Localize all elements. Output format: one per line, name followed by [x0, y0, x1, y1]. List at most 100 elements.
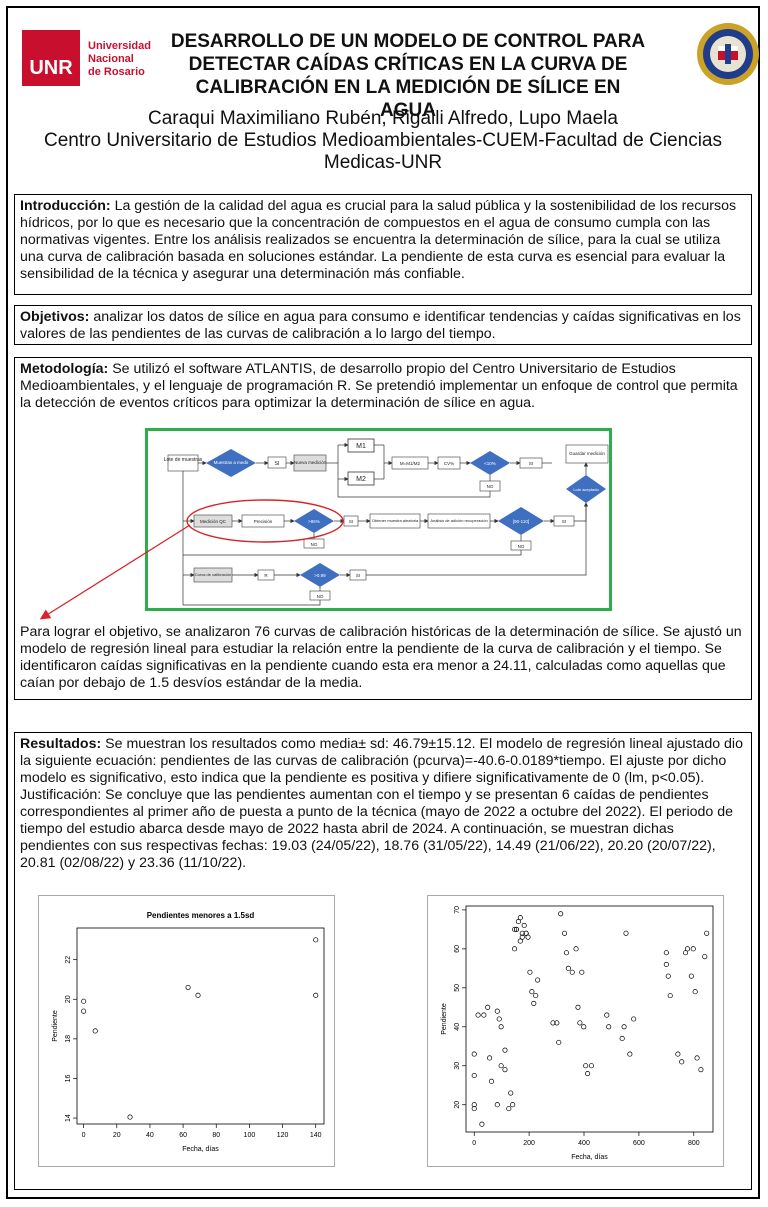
- unr-logo: UNR Universidad Nacional de Rosario: [22, 30, 157, 86]
- data-point: [81, 1008, 87, 1014]
- y-tick-label: 22: [65, 956, 72, 964]
- data-point: [581, 1024, 587, 1030]
- intro-text: La gestión de la calidad del agua es cru…: [20, 198, 737, 282]
- no-label-4: NO: [317, 594, 324, 599]
- data-point: [488, 1078, 495, 1084]
- data-point: [631, 1016, 637, 1022]
- data-point: [683, 950, 689, 956]
- data-point: [533, 993, 539, 999]
- data-point: [508, 1090, 514, 1096]
- data-point: [698, 1067, 704, 1073]
- r-diamond: [300, 563, 340, 587]
- cv-cond-label: <10%: [484, 461, 496, 466]
- data-point: [627, 1051, 633, 1057]
- x-tick-label: 600: [633, 1140, 645, 1147]
- data-point: [471, 1102, 477, 1108]
- y-tick-label: 20: [454, 1101, 461, 1109]
- rango-diamond: [498, 507, 544, 535]
- metodologia-text: Se utilizó el software ATLANTIS, de desa…: [20, 361, 738, 411]
- poster-frame: [6, 6, 760, 1199]
- resultados-paragraph: Resultados: Se muestran los resultados c…: [20, 736, 746, 872]
- y-tick-label: 50: [454, 984, 461, 992]
- data-point: [558, 911, 564, 917]
- data-point: [512, 926, 518, 932]
- y-tick-label: 16: [65, 1074, 72, 1082]
- data-point: [569, 969, 575, 975]
- data-point: [619, 1035, 625, 1042]
- cv-label: CV%: [444, 461, 454, 466]
- author-names: Caraqui Maximiliano Rubén, Rigalli Alfre…: [148, 108, 618, 129]
- data-point: [550, 1020, 556, 1026]
- authors-block: Caraqui Maximiliano Rubén, Rigalli Alfre…: [8, 108, 758, 174]
- callout-arrow-icon: [39, 524, 191, 620]
- resultados-text: Se muestran los resultados como media± s…: [20, 736, 743, 871]
- si-label-4: SI: [562, 519, 566, 524]
- no-label-2: NO: [311, 542, 318, 547]
- x-tick-label: 120: [277, 1132, 289, 1139]
- data-point: [521, 922, 527, 929]
- data-point: [313, 992, 319, 998]
- x-tick-label: 400: [578, 1140, 590, 1147]
- data-point: [704, 930, 710, 936]
- y-tick-label: 60: [454, 945, 461, 953]
- muestras-diamond: [206, 449, 256, 477]
- data-point: [583, 1063, 589, 1069]
- data-point: [702, 954, 708, 960]
- data-point: [510, 1102, 516, 1108]
- x-tick-label: 140: [310, 1132, 322, 1139]
- data-point: [81, 998, 87, 1004]
- data-point: [692, 989, 698, 995]
- data-point: [588, 1063, 594, 1069]
- data-point: [479, 1121, 485, 1127]
- muestras-label: Muestras a medir: [214, 460, 249, 465]
- data-point: [498, 1024, 504, 1030]
- no-label: NO: [487, 484, 494, 489]
- data-point: [513, 926, 520, 932]
- cv-diamond: [470, 451, 510, 475]
- data-point: [679, 1059, 685, 1065]
- data-point: [606, 1024, 612, 1030]
- analisis-label: Análisis de adición recuperación: [430, 518, 487, 523]
- data-point: [494, 1102, 500, 1108]
- data-point: [554, 1020, 560, 1026]
- x-tick-label: 0: [472, 1140, 476, 1147]
- resultados-section: Resultados: Se muestran los resultados c…: [14, 732, 752, 1190]
- si-box: [267, 456, 287, 469]
- data-point: [556, 1039, 562, 1045]
- guardar-label: Guardar medición: [569, 451, 605, 456]
- rango-label: [90-110]: [513, 519, 529, 524]
- lote-aceptado-label: Lote aceptado: [573, 487, 599, 492]
- data-point: [471, 1051, 477, 1057]
- data-point: [487, 1055, 493, 1061]
- resultados-label: Resultados:: [20, 736, 102, 752]
- lote-aceptado-diamond: [566, 475, 606, 503]
- precision-diamond: [294, 509, 334, 533]
- y-tick-label: 20: [65, 995, 72, 1003]
- unr-logo-text: Universidad Nacional de Rosario: [88, 40, 151, 79]
- unr-logo-mark: UNR: [22, 30, 80, 86]
- obtener-label: Obtener muestra aleatoria: [372, 518, 419, 523]
- data-point: [519, 930, 525, 936]
- data-point: [475, 1012, 481, 1018]
- si-label-2: SI: [529, 461, 533, 466]
- r-label: R: [264, 573, 268, 578]
- data-point: [127, 1114, 133, 1120]
- data-point: [561, 930, 568, 936]
- y-tick-label: 14: [65, 1114, 72, 1122]
- data-point: [663, 961, 669, 967]
- y-tick-label: 18: [65, 1035, 72, 1043]
- x-tick-label: 100: [244, 1132, 256, 1139]
- data-point: [502, 1067, 508, 1073]
- data-point: [621, 1024, 627, 1030]
- si-label-5: SI: [356, 573, 360, 578]
- intro-label: Introducción:: [20, 198, 111, 214]
- intro-section: Introducción: La gestión de la calidad d…: [14, 194, 752, 295]
- data-point: [517, 938, 523, 944]
- plot-area: [465, 905, 714, 1133]
- data-point: [579, 969, 585, 975]
- unr-logo-line: Nacional: [88, 53, 134, 65]
- r-cond-label: >0.99: [314, 573, 326, 578]
